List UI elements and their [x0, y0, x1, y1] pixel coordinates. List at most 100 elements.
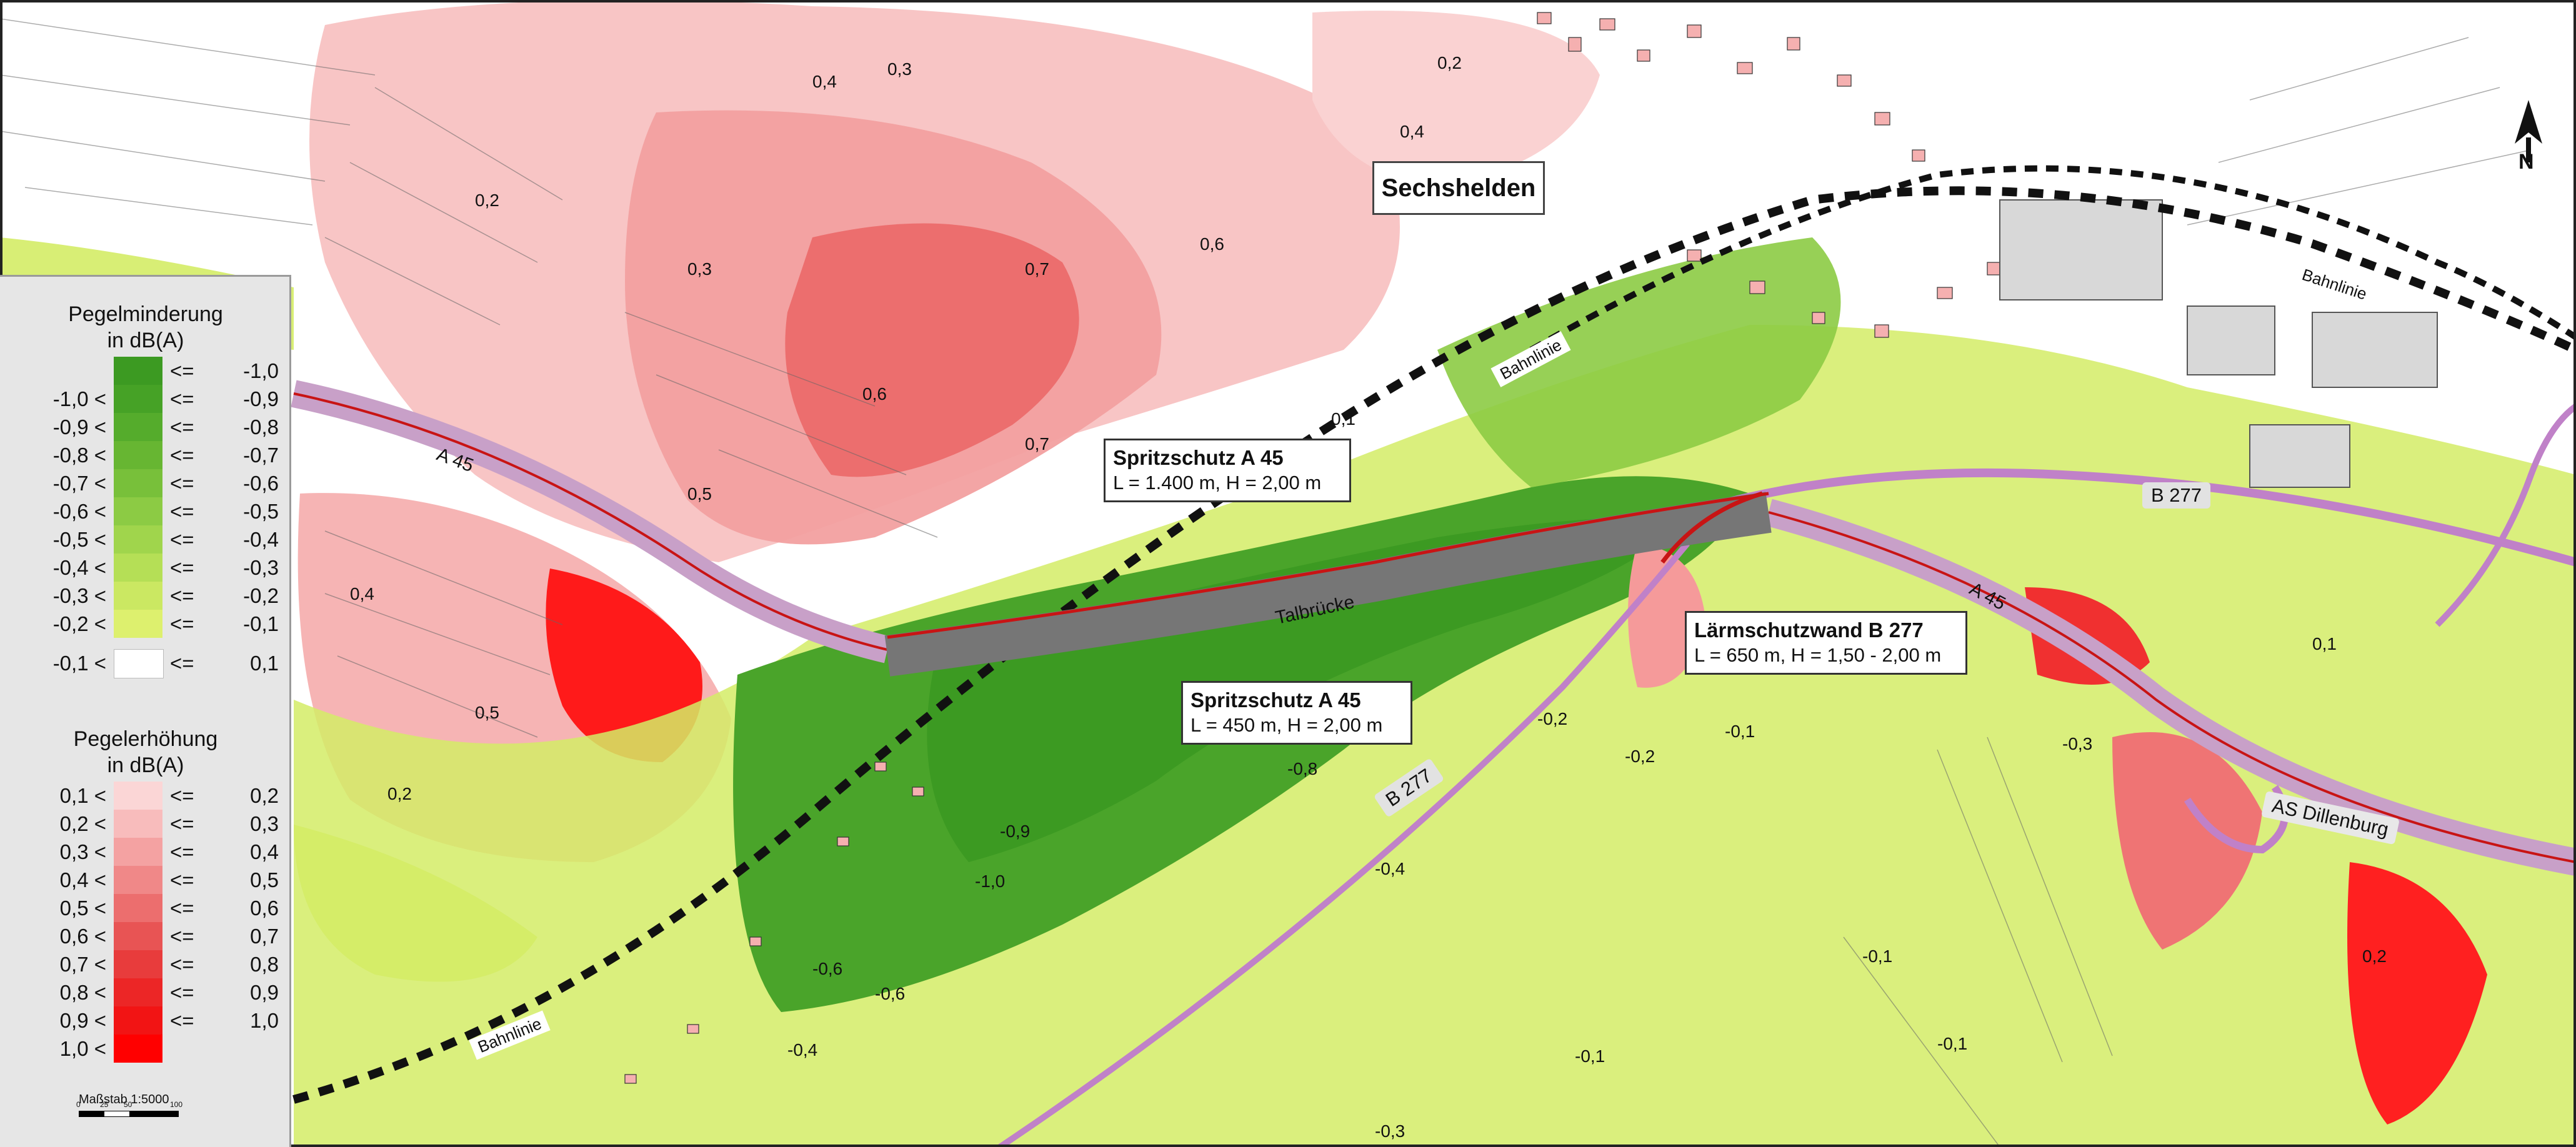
legend-swatch [114, 554, 162, 582]
scale-tick: 50 [124, 1100, 132, 1109]
legend-row-upper: -1,0 [243, 359, 279, 382]
industrial-buildings [1999, 199, 2438, 488]
callout-title: Spritzschutz A 45 [1191, 688, 1361, 712]
contour-label: 0,4 [812, 72, 837, 91]
legend-swatch [114, 610, 162, 638]
legend-row-lower: -0,9 < [52, 415, 106, 439]
legend-swatch [114, 922, 162, 950]
legend-row: 0,4 <<=0,5 [0, 866, 291, 894]
legend-row-operator: <= [170, 784, 194, 807]
contour-label: 0,4 [1400, 122, 1424, 141]
contour-label: 0,3 [887, 59, 912, 79]
bridge-talbruecke-edge [887, 492, 1769, 639]
legend-row: 0,5 <<=0,6 [0, 894, 291, 922]
legend-row-lower: -0,8 < [52, 444, 106, 467]
contour-label: -0,4 [787, 1040, 817, 1060]
legend-swatch [114, 1006, 162, 1035]
legend-row-upper: -0,7 [243, 444, 279, 467]
callout-spritzschutz-north: Spritzschutz A 45 L = 1.400 m, H = 2,00 … [1104, 439, 1351, 502]
callout-detail: L = 1.400 m, H = 2,00 m [1113, 472, 1322, 494]
legend-swatch [114, 441, 162, 469]
legend-reduction-title: Pegelminderung [68, 302, 223, 326]
legend-row-lower: 0,1 < [59, 784, 106, 807]
legend-row: 0,8 <<=0,9 [0, 978, 291, 1006]
contour-label: -0,6 [875, 984, 905, 1003]
contour-label: 0,4 [350, 584, 374, 603]
legend-swatch [114, 469, 162, 497]
settlement-buildings [624, 12, 2000, 1084]
legend-swatch [114, 894, 162, 922]
legend-row: 1,0 < [0, 1035, 291, 1063]
scale-title: Maßstab 1:5000 [79, 1093, 169, 1106]
legend-row-operator: <= [170, 444, 194, 467]
legend-swatch [114, 782, 162, 810]
increase-zone-east-south [2347, 862, 2487, 1125]
legend-row: 0,6 <<=0,7 [0, 922, 291, 950]
parcel-lines [0, 18, 2532, 1147]
legend-row-operator: <= [170, 840, 194, 863]
legend-swatch [114, 497, 162, 525]
legend-swatch [114, 525, 162, 554]
legend-row-upper: -0,2 [243, 584, 279, 607]
north-arrow-icon [2515, 100, 2542, 162]
contour-label: 0,7 [1025, 259, 1049, 279]
legend-row-operator: <= [170, 953, 194, 976]
legend-row-upper: -0,5 [243, 500, 279, 523]
legend-swatch [114, 866, 162, 894]
contour-label: 0,6 [1200, 234, 1224, 254]
legend-row-upper: -0,3 [243, 556, 279, 579]
contour-label: -0,3 [1375, 1121, 1405, 1141]
legend-row: -0,9 <<=-0,8 [0, 413, 291, 441]
legend-row: -0,4 <<=-0,3 [0, 554, 291, 582]
legend-row-lower: -1,0 < [52, 387, 106, 410]
legend-row-lower: 0,4 < [59, 868, 106, 891]
contour-label: -0,1 [1725, 722, 1755, 741]
legend-reduction-unit: in dB(A) [107, 329, 184, 352]
contour-label: 0,2 [1437, 53, 1462, 72]
legend-row-lower: -0,7 < [52, 472, 106, 495]
legend-row: 0,2 <<=0,3 [0, 810, 291, 838]
contour-label: 0,1 [1331, 409, 1355, 429]
legend-row-upper: -0,1 [243, 612, 279, 635]
legend-row-upper: 0,7 [250, 925, 279, 948]
legend-row-operator: <= [170, 584, 194, 607]
legend-swatch [114, 413, 162, 441]
legend-row-upper: -0,4 [243, 528, 279, 551]
contour-label: 0,2 [475, 191, 499, 210]
legend-row-upper: -0,9 [243, 387, 279, 410]
scale-bar [79, 1111, 179, 1117]
contour-label: -0,3 [2062, 734, 2092, 753]
legend-row: -0,3 < <= -0,2 [0, 582, 291, 610]
legend-row-upper: 0,4 [250, 840, 279, 863]
legend-row-lower: -0,5 < [52, 528, 106, 551]
callout-detail: L = 650 m, H = 1,50 - 2,00 m [1694, 644, 1942, 666]
legend-row-operator: <= [170, 812, 194, 835]
contour-label: 0,2 [2362, 946, 2387, 966]
north-label: N [2519, 150, 2534, 174]
contour-label: -0,6 [812, 959, 842, 978]
legend-row-lower: 0,6 < [59, 925, 106, 948]
legend-row-upper: 0,9 [250, 981, 279, 1004]
legend-row-operator: <= [170, 556, 194, 579]
legend-row: -0,2 <<=-0,1 [0, 610, 291, 638]
legend-row-lower: 0,9 < [59, 1009, 106, 1032]
legend-row: -1,0 < <= -0,9 [0, 385, 291, 413]
legend-swatch [114, 1035, 162, 1063]
legend-row: 0,1 <<=0,2 [0, 782, 291, 810]
contour-label: -0,4 [1375, 859, 1405, 878]
contour-label: -0,9 [1000, 822, 1030, 841]
bridge-talbruecke [884, 492, 1772, 677]
legend-row-upper: 1,0 [250, 1009, 279, 1032]
legend-row-operator: <= [170, 387, 194, 410]
legend-row-lower: 0,5 < [59, 896, 106, 920]
legend-row-lower: -0,3 < [52, 584, 106, 607]
increase-zone-east-junction [2112, 732, 2262, 950]
legend-row: <=-1,0 [0, 357, 291, 385]
increase-zone-top-right-pink [1312, 11, 1600, 188]
scale-tick: 100 [170, 1100, 183, 1109]
legend-swatch [114, 978, 162, 1006]
legend-row-lower: 1,0 < [59, 1037, 106, 1060]
increase-zone-west-core [546, 569, 702, 762]
legend-row-upper: 0,1 [250, 652, 279, 675]
